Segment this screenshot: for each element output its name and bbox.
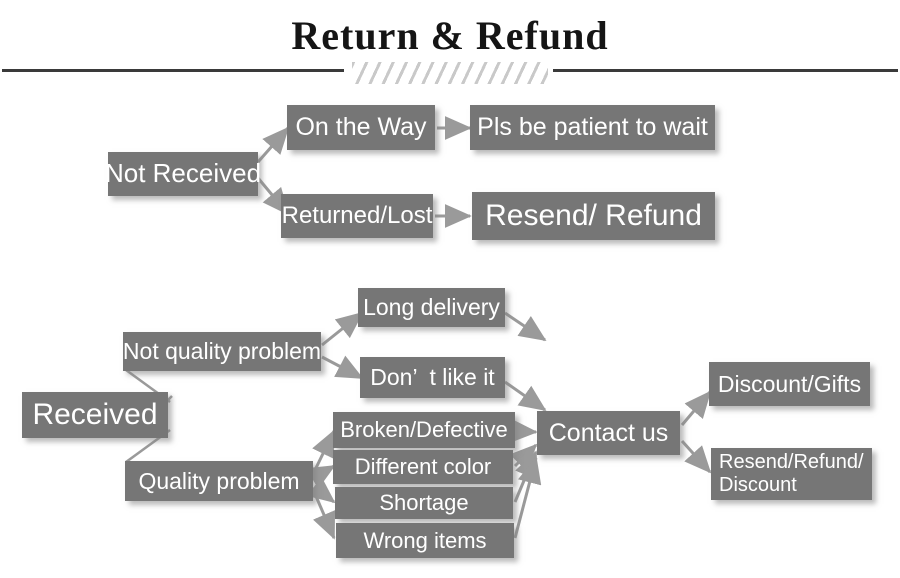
node-wrong-items[interactable]: Wrong items	[336, 523, 514, 558]
node-contact-us[interactable]: Contact us	[537, 411, 680, 455]
node-not-quality-problem[interactable]: Not quality problem	[123, 332, 321, 371]
node-long-delivery[interactable]: Long delivery	[358, 288, 505, 327]
node-received[interactable]: Received	[22, 392, 168, 438]
node-shortage[interactable]: Shortage	[335, 487, 513, 519]
node-resend-refund[interactable]: Resend/ Refund	[472, 192, 715, 240]
divider-rule-right	[553, 69, 898, 72]
node-broken-defective[interactable]: Broken/Defective	[333, 412, 515, 448]
node-on-the-way[interactable]: On the Way	[287, 105, 435, 150]
node-different-color[interactable]: Different color	[333, 450, 513, 484]
page-title: Return & Refund	[291, 13, 609, 58]
node-discount-gifts[interactable]: Discount/Gifts	[709, 362, 870, 406]
divider-hatch-icon	[352, 62, 548, 84]
title-divider	[0, 62, 900, 86]
node-not-received[interactable]: Not Received	[105, 152, 261, 196]
node-pls-be-patient-to-wait[interactable]: Pls be patient to wait	[470, 105, 715, 150]
node-resend-refund-discount[interactable]: Resend/Refund/ Discount	[711, 448, 872, 500]
node-quality-problem[interactable]: Quality problem	[125, 461, 313, 501]
node-returned-lost[interactable]: Returned/Lost	[281, 194, 433, 238]
divider-rule-left	[2, 69, 344, 72]
node-dont-like-it[interactable]: Don’ t like it	[360, 357, 505, 398]
